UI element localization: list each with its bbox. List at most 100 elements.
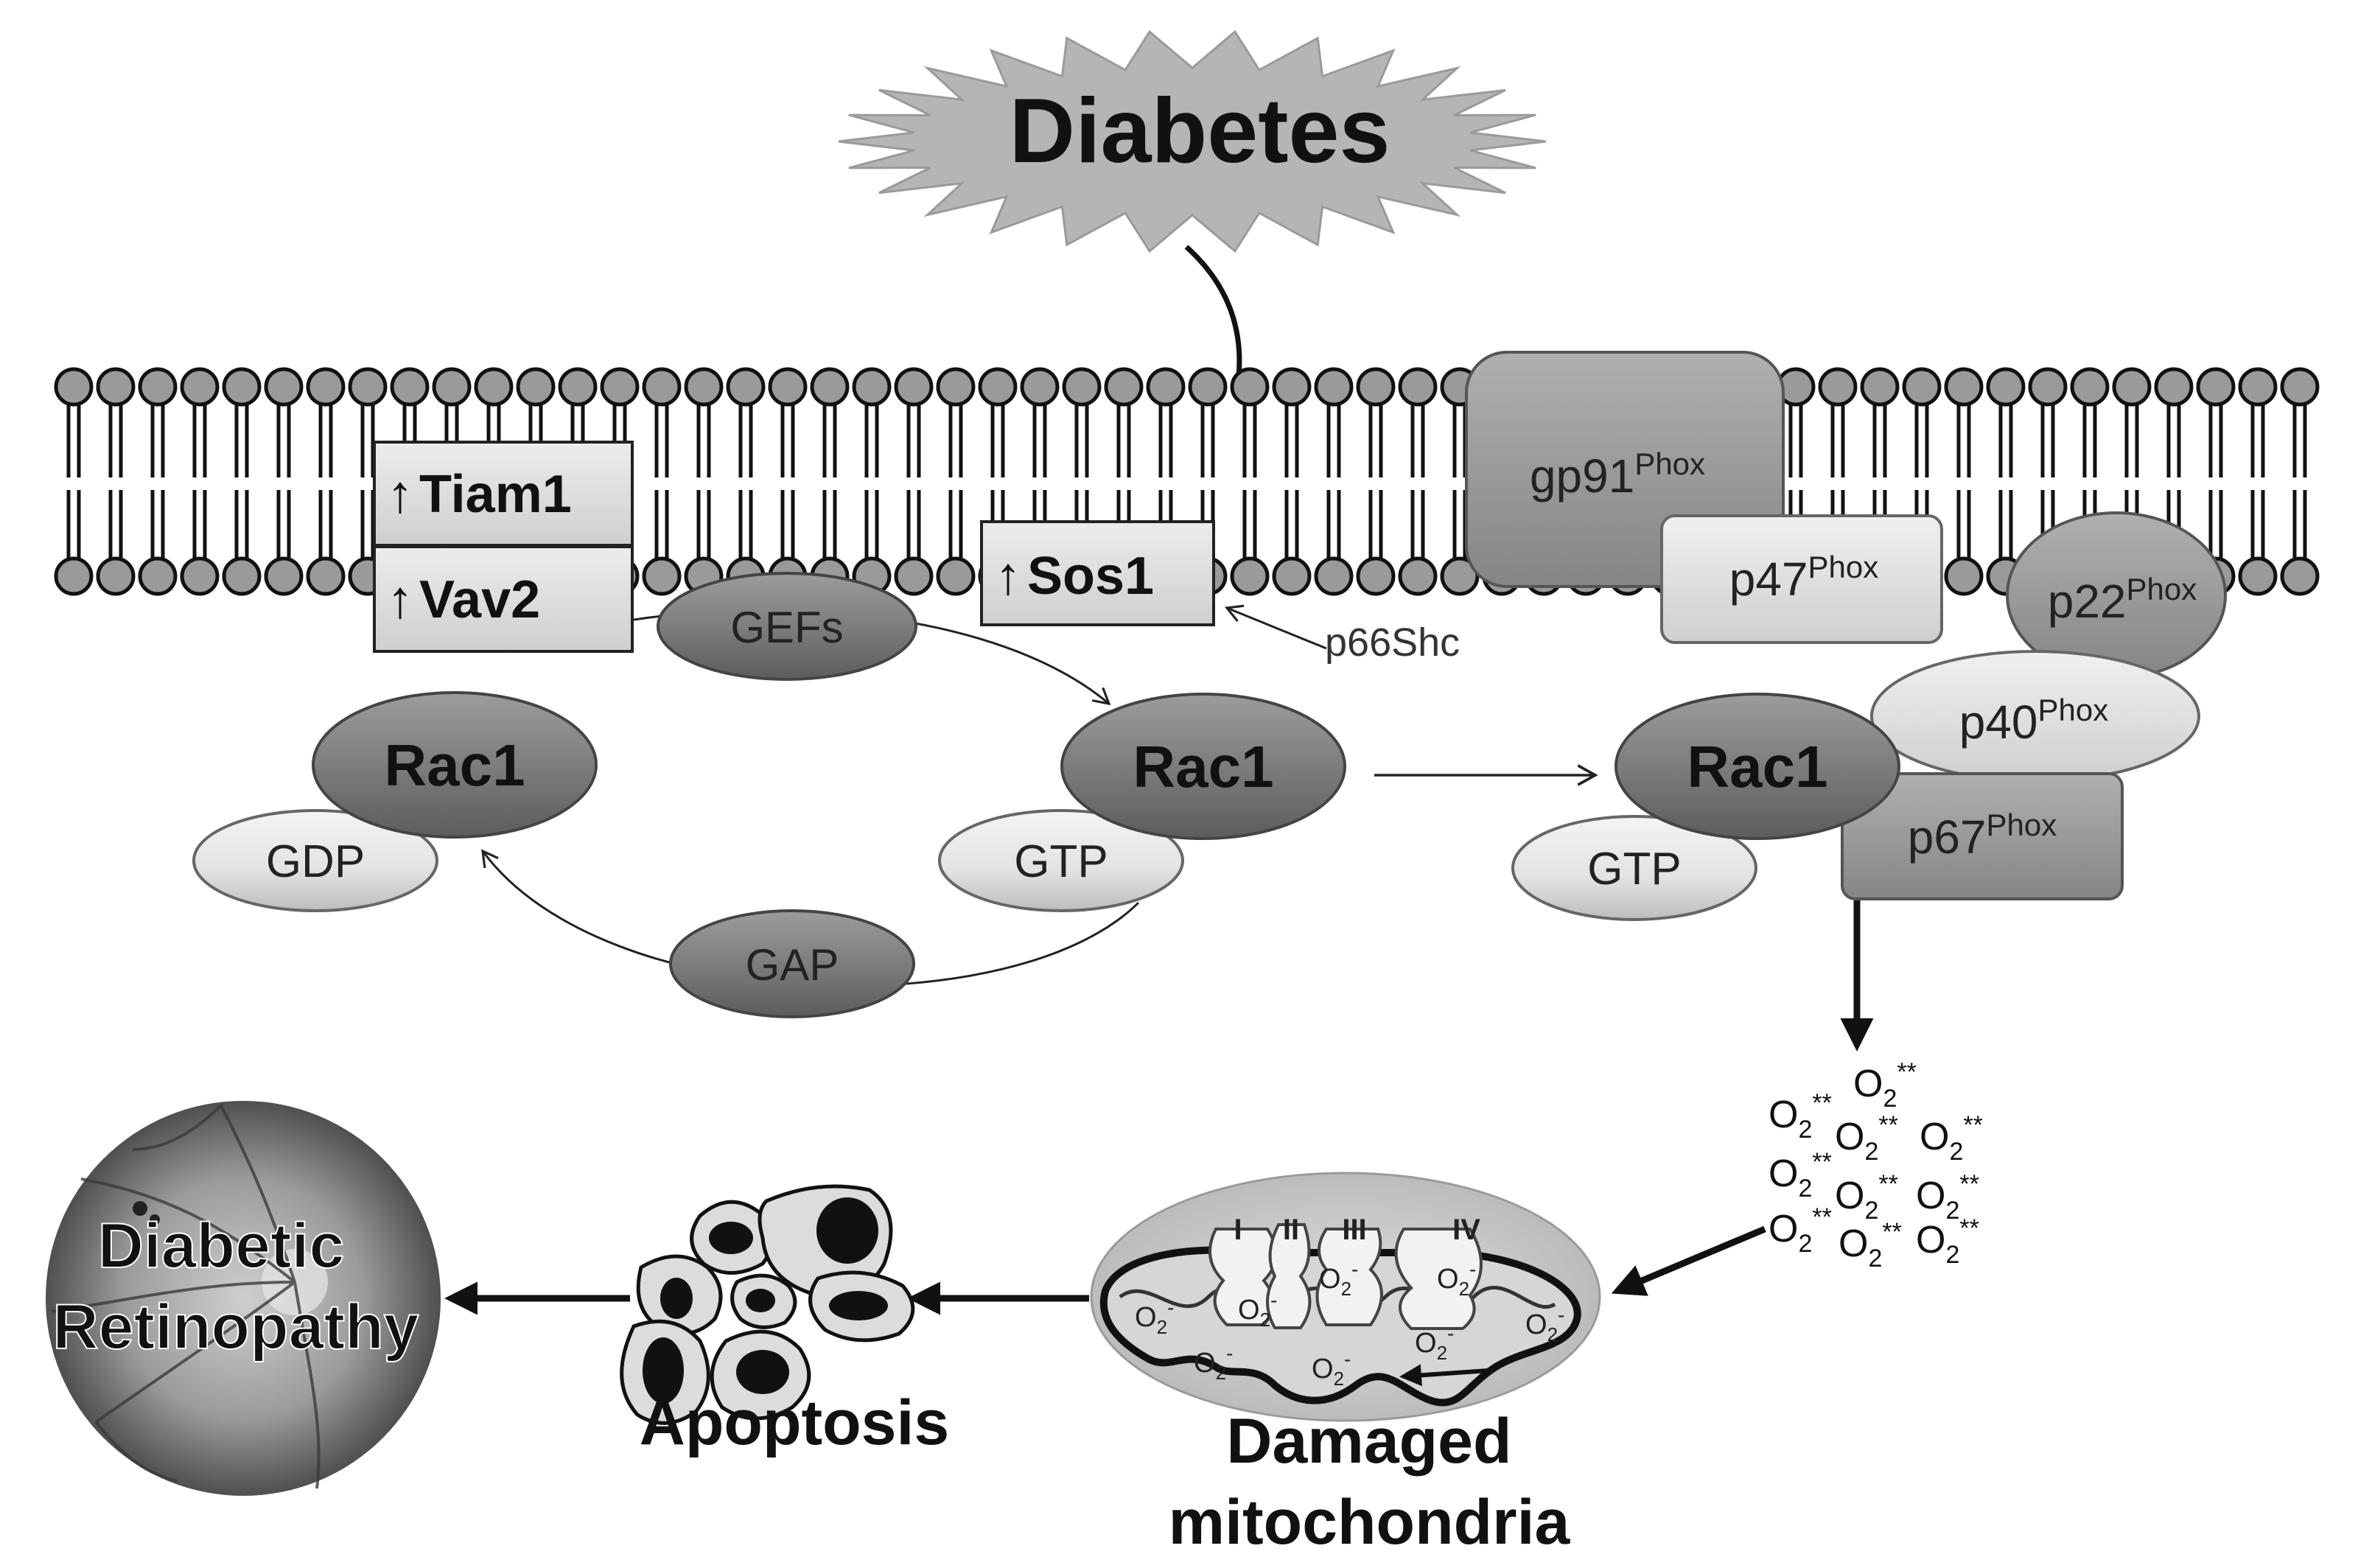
superoxide-label: O2** [1916,1214,1979,1269]
lipid-head [1314,556,1354,596]
lipid-head [1230,367,1270,407]
lipid-head [1902,367,1942,407]
lipid-head [54,367,94,407]
rac1-label-active: Rac1 [1133,734,1273,799]
lipid-head [2070,367,2110,407]
lipid-head [1356,556,1396,596]
lipid-head [180,367,220,407]
lipid-head [264,556,304,596]
lipid-head [138,367,178,407]
superoxide-label: O2** [1768,1203,1832,1258]
rac1-label-inactive: Rac1 [384,732,525,798]
lipid-head [642,556,682,596]
gap-oval [669,909,915,1018]
gtp-label-complex: GTP [1587,844,1681,895]
lipid-head [1272,556,1312,596]
superoxide-label: O2** [1835,1111,1898,1166]
lipid-head [1986,367,2026,407]
apoptotic-nucleus-6 [643,1337,684,1404]
rac1-oval-inactive [312,691,598,839]
gtp-oval-complex [1511,815,1757,921]
superoxide-label: O2** [1853,1058,1917,1113]
lipid-head [1398,367,1438,407]
lipid-head [1188,367,1228,407]
vav2-label: ↑Vav2 [387,570,540,629]
complex-iii-shape [1315,1228,1383,1326]
lipid-head [558,367,598,407]
apoptotic-nucleus-4 [746,1289,775,1312]
sos1-label: ↑Sos1 [995,547,1154,606]
superoxide-cluster: O2**O2**O2**O2**O2**O2**O2**O2**O2**O2** [1768,1058,1983,1273]
lipid-head [138,556,178,596]
lipid-head [2196,367,2236,407]
lipid-head [348,367,388,407]
lipid-head [1062,367,1102,407]
lipid-head [390,367,430,407]
complex-iv-label: IV [1452,1214,1480,1246]
lipid-head [642,367,682,407]
lipid-head [1104,367,1144,407]
lipid-head [516,367,556,407]
lipid-head [2112,367,2152,407]
gef-boxes: ↑Tiam1 ↑Vav2 ↑Sos1 p66Shc [373,441,1460,665]
complex-iv-shape [1394,1228,1483,1330]
mitochondria-label-line2: mitochondria [1169,1487,1571,1558]
gp91phox-label: gp91Phox [1530,447,1705,503]
mito-superoxide-label: O2- [1415,1322,1454,1364]
rac1-activation-cycle: GEFs GAP GDP Rac1 GTP Rac1 [192,572,1598,1018]
lipid-head [264,367,304,407]
apoptotic-nucleus-2 [816,1197,878,1264]
lipid-head [306,556,346,596]
diabetes-title: Diabetes [1010,80,1390,182]
lipid-head [1944,556,1984,596]
lipid-head [684,367,724,407]
damaged-mitochondria: I II III IV O2-O2-O2-O2-O2-O2-O2-O2- [1090,1172,1601,1422]
mito-superoxide-label: O2- [1135,1296,1174,1338]
mito-superoxide-label: O2- [1312,1348,1351,1390]
lipid-head [894,556,934,596]
gdp-label: GDP [266,836,365,887]
lipid-head [2028,367,2068,407]
lipid-head [432,367,472,407]
lipid-head [1860,367,1900,407]
apoptotic-nucleus-7 [736,1350,789,1394]
lipid-head [2238,556,2278,596]
lipid-head [768,367,808,407]
lipid-head [852,367,892,407]
mito-superoxide-label: O2- [1194,1342,1233,1384]
lipid-head [96,556,136,596]
lipid-head [726,367,766,407]
p22phox-label: p22Phox [2048,572,2197,628]
retina-fundus-image [46,1101,441,1496]
superoxide-label: O2** [1839,1218,1902,1273]
mitochondria-label-line1: Damaged [1226,1406,1511,1477]
lipid-head [54,556,94,596]
superoxide-label: O2** [1768,1089,1832,1144]
rac1-oval-active [1060,693,1346,840]
lipid-head [600,367,640,407]
mito-superoxide-label: O2- [1319,1258,1358,1300]
complex-iii-label: III [1342,1214,1366,1246]
apoptotic-nucleus-1 [709,1222,753,1254]
lipid-head [1272,367,1312,407]
lipid-head [180,556,220,596]
mito-superoxide-label: O2- [1238,1289,1277,1331]
retinal-vessels [51,1104,321,1489]
lipid-head [2280,367,2320,407]
retinopathy-label-line2: Retinopathy [53,1292,419,1362]
lipid-head [1020,367,1060,407]
lipid-head [222,367,262,407]
superoxide-label: O2** [1916,1170,1979,1225]
lipid-head [936,367,976,407]
lipid-head [1230,556,1270,596]
p47phox-label: p47Phox [1729,550,1879,606]
mitochondrial-superoxide-labels: O2-O2-O2-O2-O2-O2-O2-O2- [1135,1258,1564,1390]
lipid-head [1356,367,1396,407]
diabetes-starburst: Diabetes [838,29,1547,253]
apoptotic-nucleus-3 [660,1278,693,1319]
superoxide-label: O2** [1768,1148,1832,1203]
superoxide-label: O2** [1920,1111,1983,1166]
lipid-head [1944,367,1984,407]
diabetes-connector-line [1184,245,1242,384]
